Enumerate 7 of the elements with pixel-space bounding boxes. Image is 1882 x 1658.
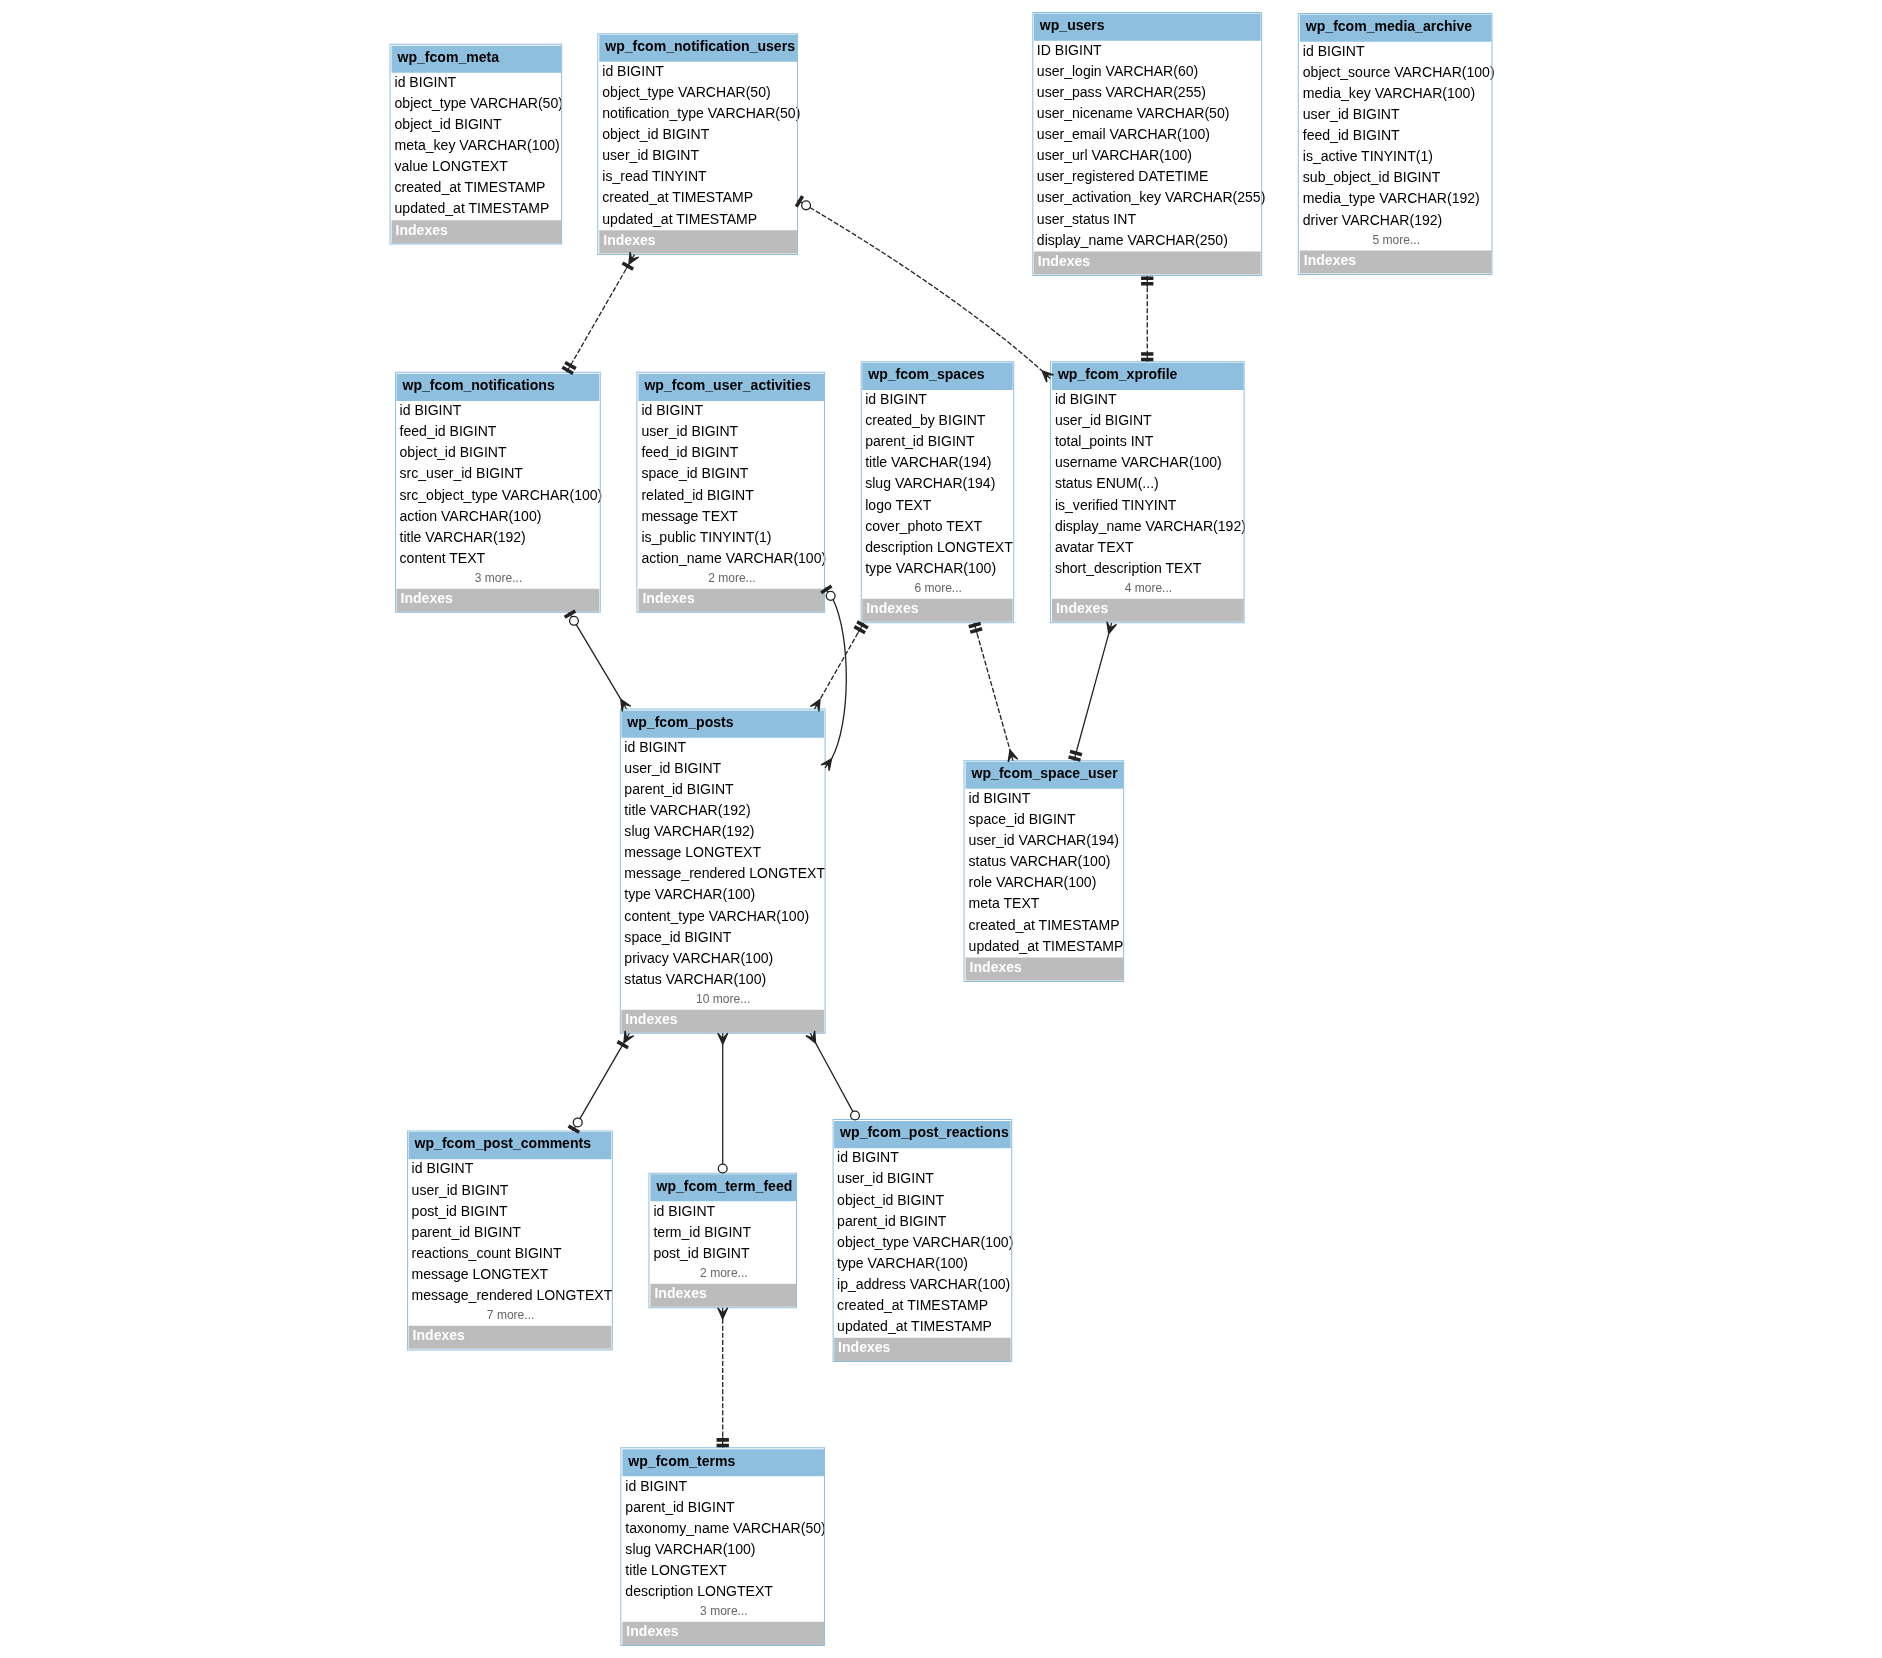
connector (1068, 621, 1118, 762)
connector (809, 620, 869, 713)
connector (794, 195, 1055, 383)
connector (563, 609, 632, 712)
connector (567, 1030, 635, 1134)
connector (805, 1030, 861, 1121)
connector (717, 1032, 729, 1174)
